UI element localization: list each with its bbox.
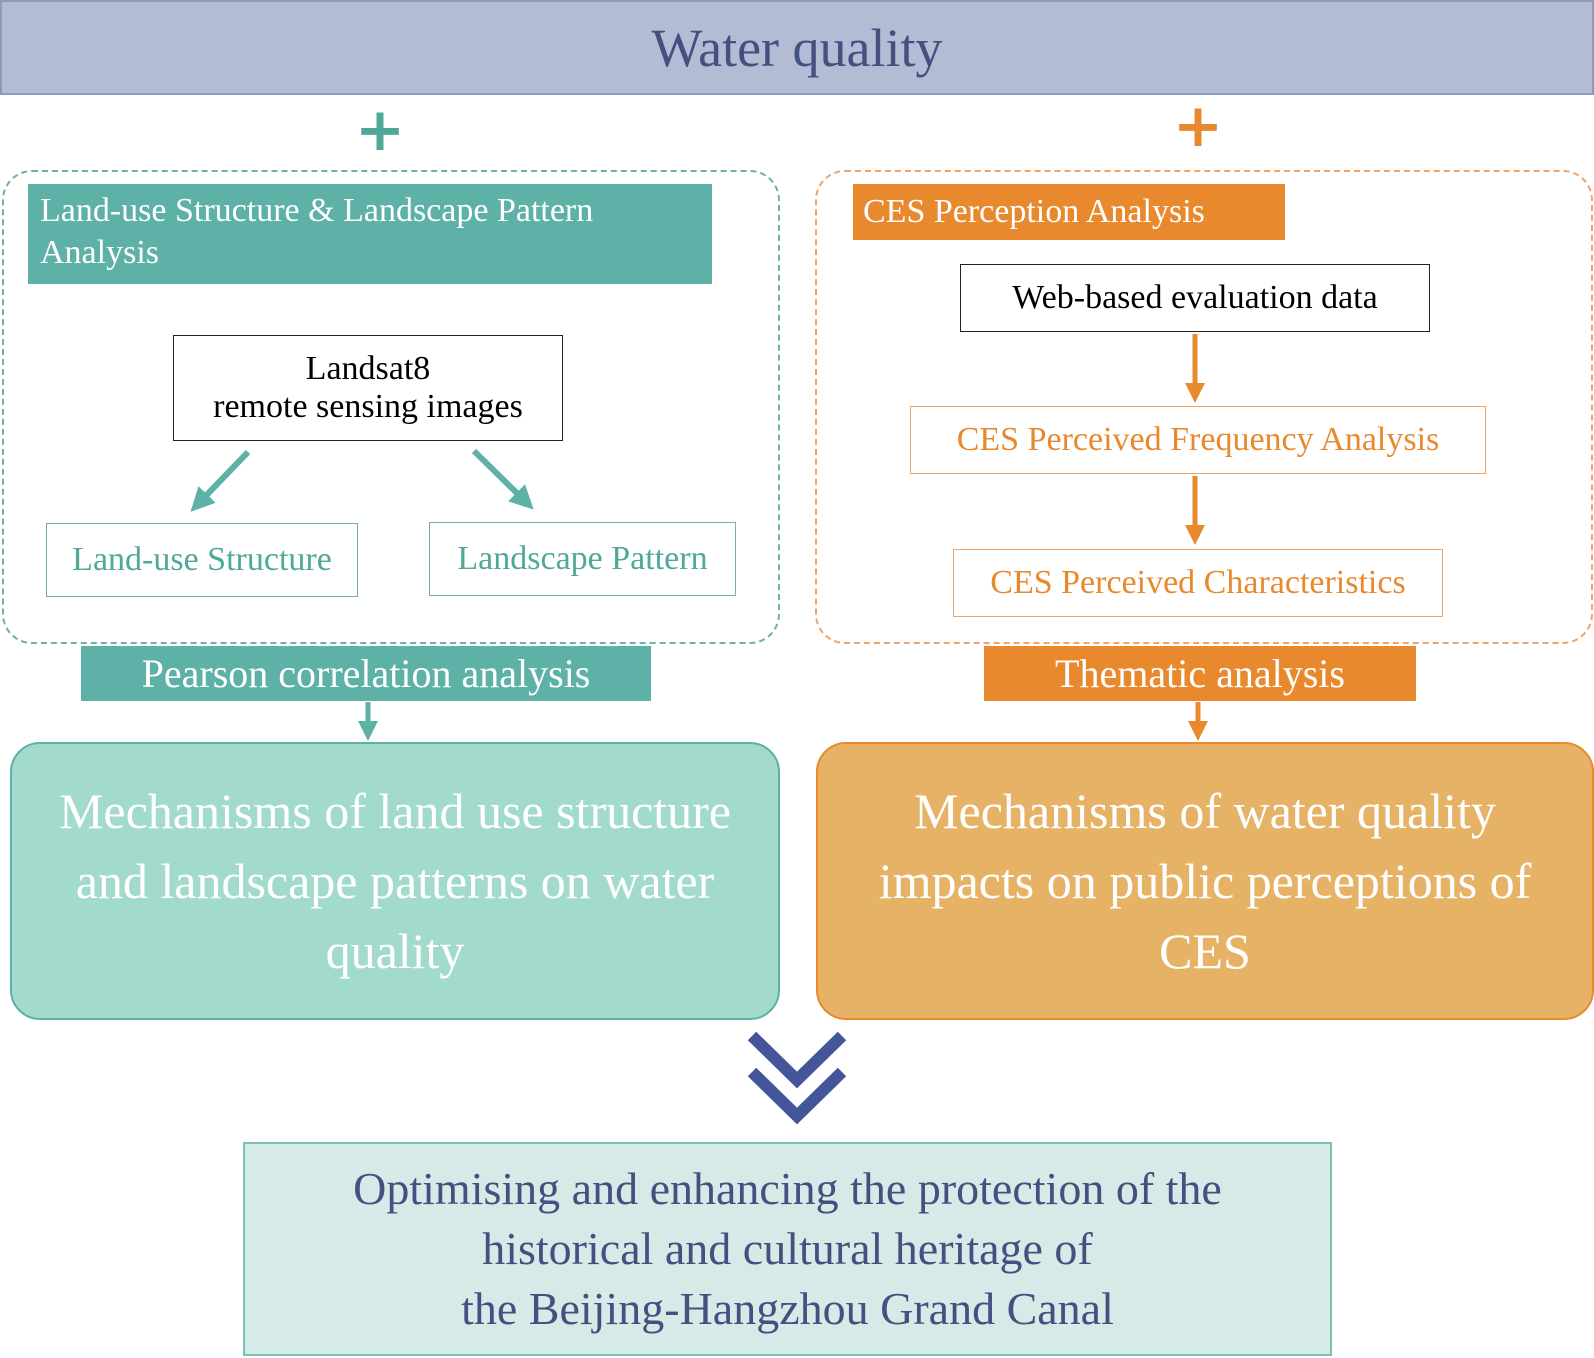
conclusion-line-3: the Beijing-Hangzhou Grand Canal [461, 1283, 1114, 1334]
thematic-analysis-label: Thematic analysis [984, 646, 1416, 701]
land-use-analysis-header: Land-use Structure & Landscape Pattern A… [28, 184, 712, 284]
plus-icon: + [354, 95, 406, 165]
land-use-mechanisms-result: Mechanisms of land use structure and lan… [10, 742, 780, 1020]
ces-characteristics-box: CES Perceived Characteristics [953, 549, 1443, 617]
diagram-title: Water quality [651, 17, 943, 78]
conclusion-line-1: Optimising and enhancing the protection … [353, 1163, 1222, 1214]
land-use-structure-box: Land-use Structure [46, 523, 358, 597]
conclusion-line-2: historical and cultural heritage of [482, 1223, 1093, 1274]
plus-icon: + [1172, 91, 1224, 161]
ces-perception-panel [815, 170, 1593, 644]
land-use-analysis-panel [2, 170, 780, 644]
title-bar: Water quality [0, 0, 1594, 95]
ces-perception-header: CES Perception Analysis [853, 184, 1285, 240]
arrow-icon [190, 449, 251, 512]
web-evaluation-data-box: Web-based evaluation data [960, 264, 1430, 332]
arrow-icon [471, 448, 534, 510]
pearson-correlation-label: Pearson correlation analysis [81, 646, 651, 701]
landscape-pattern-box: Landscape Pattern [429, 522, 736, 596]
landsat-source-line2: remote sensing images [213, 388, 523, 425]
landsat-source-line1: Landsat8 [305, 350, 431, 387]
conclusion-box: Optimising and enhancing the protection … [243, 1142, 1332, 1356]
double-chevron-down-icon [747, 1031, 847, 1125]
landsat-source-box: Landsat8 remote sensing images [173, 335, 563, 441]
ces-frequency-analysis-box: CES Perceived Frequency Analysis [910, 406, 1486, 474]
water-quality-mechanisms-result: Mechanisms of water quality impacts on p… [816, 742, 1594, 1020]
